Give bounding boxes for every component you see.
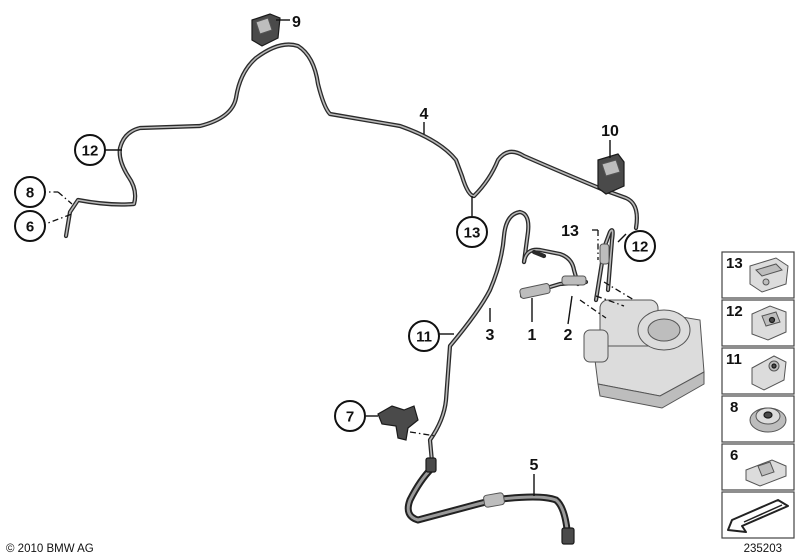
brake-pipe-4 — [63, 42, 639, 239]
callout-4: 4 — [420, 106, 429, 123]
callout-7: 7 — [346, 409, 354, 426]
callout-8-circle — [14, 176, 46, 208]
nut-8-icon — [749, 407, 787, 433]
callout-13-left: 13 — [464, 225, 481, 242]
callout-13-left-circle — [456, 216, 488, 248]
callout-13-right: 13 — [561, 223, 579, 240]
legend-panel: 13 12 11 8 6 — [721, 251, 795, 539]
callout-2: 2 — [564, 327, 573, 344]
brake-pipes-1-2 — [519, 228, 615, 303]
callout-1: 1 — [528, 327, 537, 344]
legend-label-11: 11 — [726, 351, 742, 368]
callout-12-left-circle — [74, 134, 106, 166]
callout-3: 3 — [486, 327, 495, 344]
diagram-number: 235203 — [744, 543, 782, 555]
legend-label-8: 8 — [730, 399, 738, 416]
bracket-10 — [597, 153, 625, 195]
callout-6: 6 — [26, 219, 34, 236]
brake-pipe-3 — [427, 209, 531, 465]
brake-hose-5 — [404, 457, 575, 545]
clip-12-icon — [751, 305, 787, 341]
callout-12-left: 12 — [82, 143, 99, 160]
direction-arrow-icon — [727, 499, 789, 533]
clip-11-icon — [751, 355, 787, 391]
callout-5: 5 — [530, 457, 539, 474]
callout-9: 9 — [292, 14, 301, 31]
legend-label-12: 12 — [726, 303, 743, 320]
hydraulic-unit — [583, 299, 705, 409]
clip-6-icon — [745, 459, 787, 487]
holder-7 — [377, 405, 419, 441]
copyright-text: © 2010 BMW AG — [6, 543, 94, 555]
callout-10: 10 — [601, 123, 619, 140]
callout-11-circle — [408, 320, 440, 352]
callout-6-circle — [14, 210, 46, 242]
callout-7-circle — [334, 400, 366, 432]
legend-label-13: 13 — [726, 255, 743, 272]
callout-11: 11 — [416, 329, 432, 346]
callout-12-right: 12 — [632, 239, 649, 256]
callout-8: 8 — [26, 185, 34, 202]
bracket-9 — [251, 13, 281, 47]
legend-label-6: 6 — [730, 447, 738, 464]
clip-13-icon — [749, 257, 789, 293]
callout-12-right-circle — [624, 230, 656, 262]
